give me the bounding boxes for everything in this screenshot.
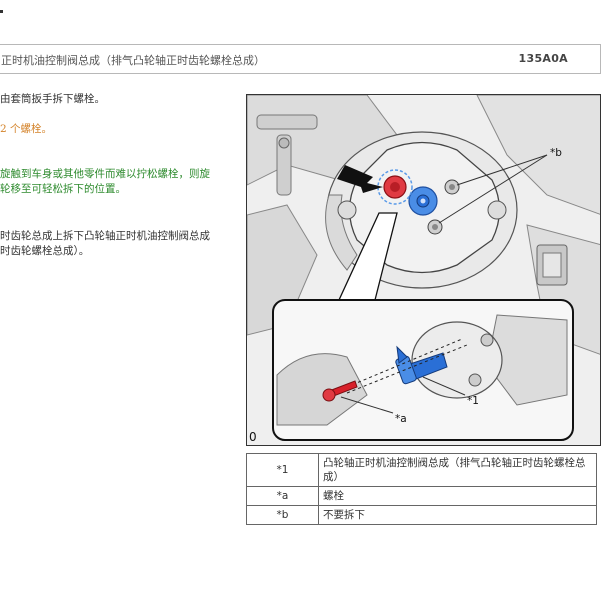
label-b: *b xyxy=(550,147,562,159)
document-code: 135A0A xyxy=(518,52,568,65)
figure-corner-label: 0 xyxy=(249,430,257,444)
page-corner-mark xyxy=(0,10,3,13)
legend-value: 螺栓 xyxy=(318,486,597,506)
legend-key: *1 xyxy=(246,453,319,487)
legend-key: *b xyxy=(246,505,319,525)
legend-key: *a xyxy=(246,486,319,506)
engine-illustration-graphic xyxy=(247,95,600,445)
label-1: *1 xyxy=(467,395,479,407)
step-remove-valve-line-2: 时齿轮螺栓总成）。 xyxy=(0,245,90,257)
step-remove-valve-line-1: 时齿轮总成上拆下凸轮轴正时机油控制阀总成 xyxy=(0,230,210,242)
table-row: *b 不要拆下 xyxy=(246,505,597,525)
step-remove-bolts: 由套筒扳手拆下螺栓。 xyxy=(0,93,105,105)
legend-value: 凸轮轴正时机油控制阀总成（排气凸轮轴正时齿轮螺栓总成） xyxy=(318,453,597,487)
hint-line-1: 旋触到车身或其他零件而难以拧松螺栓，则旋 xyxy=(0,168,210,180)
label-a: *a xyxy=(395,413,407,425)
engine-illustration: *b *1 *a 0 xyxy=(246,94,601,446)
legend-value: 不要拆下 xyxy=(318,505,597,525)
bolt-count-note: 2 个螺栓。 xyxy=(0,123,53,135)
table-row: *a 螺栓 xyxy=(246,486,597,506)
section-header: 正时机油控制阀总成（排气凸轮轴正时齿轮螺栓总成） 135A0A xyxy=(0,44,601,74)
table-row: *1 凸轮轴正时机油控制阀总成（排气凸轮轴正时齿轮螺栓总成） xyxy=(246,453,597,487)
hint-line-2: 轮移至可轻松拆下的位置。 xyxy=(0,183,126,195)
legend-table: *1 凸轮轴正时机油控制阀总成（排气凸轮轴正时齿轮螺栓总成） *a 螺栓 *b … xyxy=(246,453,597,525)
section-title: 正时机油控制阀总成（排气凸轮轴正时齿轮螺栓总成） xyxy=(1,54,265,67)
